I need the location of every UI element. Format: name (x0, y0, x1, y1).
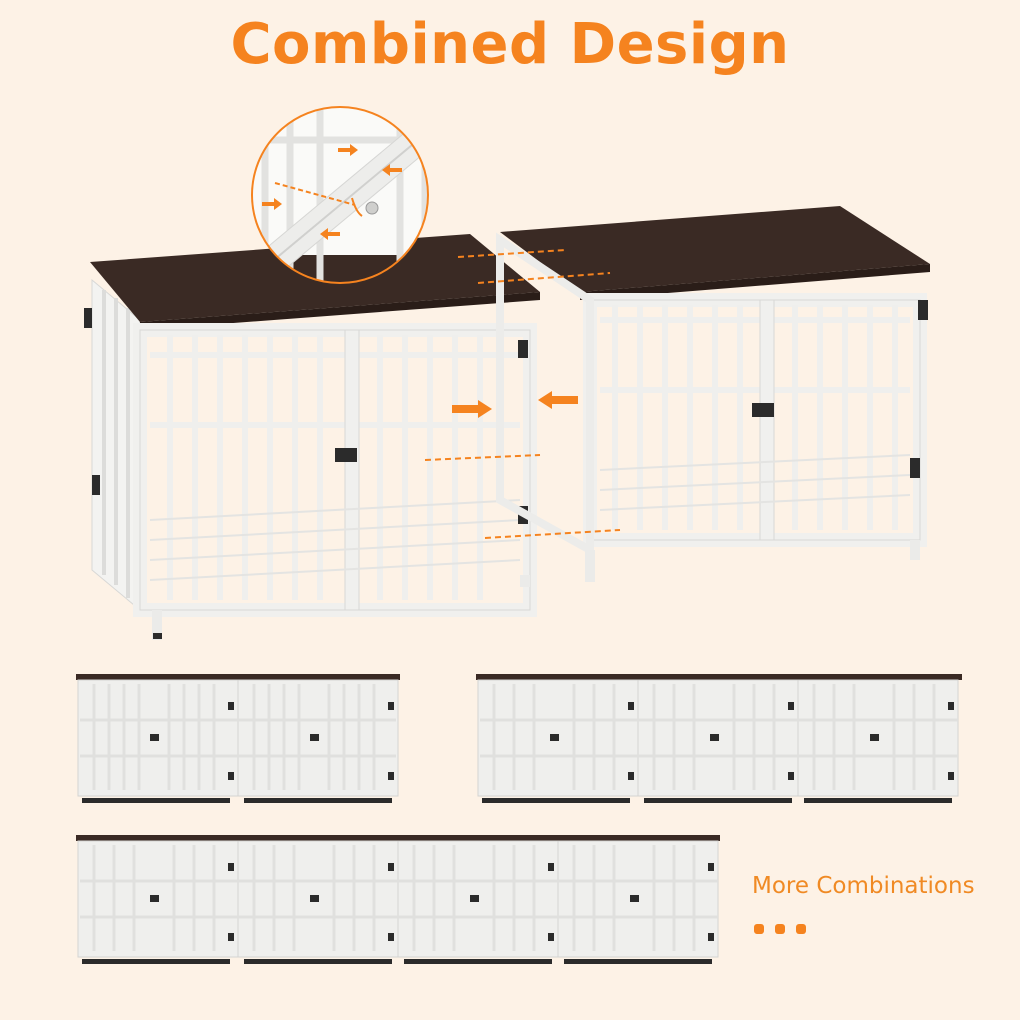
ellipsis-dots-icon (754, 924, 806, 934)
hero-crate-illustration (84, 106, 930, 640)
dot-icon (754, 924, 764, 934)
dot-icon (796, 924, 806, 934)
page-title: Combined Design (230, 12, 790, 77)
latch-icon (335, 448, 357, 462)
combination-four-units (76, 835, 720, 964)
detail-inset (251, 106, 429, 284)
more-combinations-label: More Combinations (752, 873, 975, 899)
latch-icon (752, 403, 774, 417)
join-arrows-icon (452, 391, 578, 418)
combination-three-units (476, 674, 962, 803)
connector-guides (424, 249, 621, 539)
rotate-arrow-icon (351, 197, 363, 217)
combination-two-units (76, 674, 400, 803)
dot-icon (775, 924, 785, 934)
left-crate (84, 234, 540, 640)
screw-icon (365, 201, 379, 215)
right-crate (496, 206, 930, 582)
